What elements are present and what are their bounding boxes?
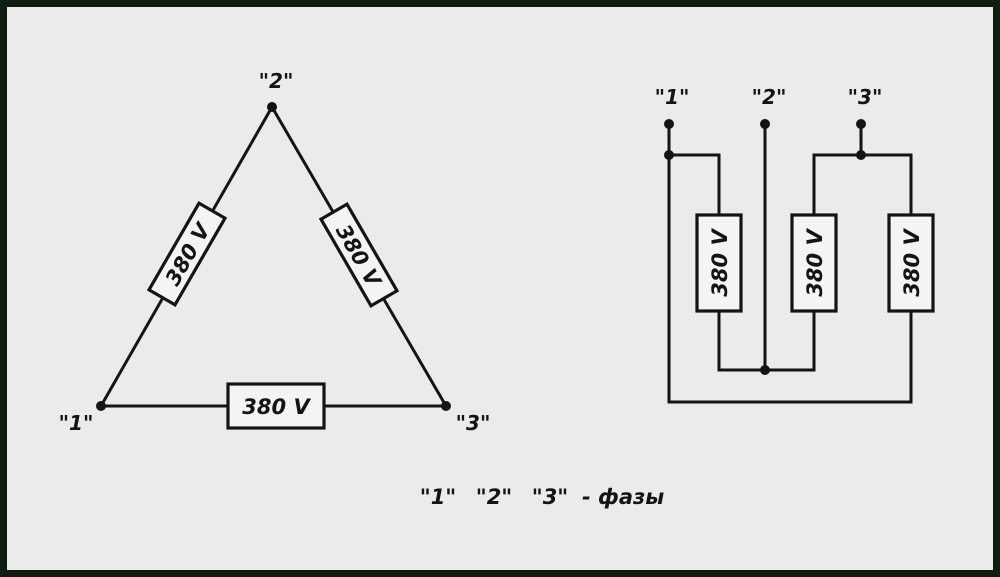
parallel-resistor-2: 380 V (790, 213, 838, 313)
parallel-resistor-3-label: 380 V (900, 228, 924, 297)
parallel-resistor-3: 380 V (887, 213, 935, 313)
parallel-resistor-2-label: 380 V (803, 228, 827, 297)
legend: "1" "2" "3" - фазы (420, 485, 664, 509)
legend-phase-3: "3" (532, 485, 569, 509)
legend-text: - фазы (582, 485, 664, 509)
parallel-resistor-1: 380 V (695, 213, 743, 313)
parallel-diagram: 380 V 380 V 380 V "1" "2" "3" (655, 85, 935, 404)
delta-node-2 (267, 102, 277, 112)
delta-resistor-left: 380 V (146, 201, 228, 307)
delta-resistor-bottom-label: 380 V (242, 395, 311, 419)
junction-1-node (664, 150, 674, 160)
terminal-2-node (760, 119, 770, 129)
terminal-1-label: "1" (655, 85, 690, 109)
delta-node-2-label: "2" (259, 69, 294, 93)
delta-node-1-label: "1" (59, 411, 94, 435)
terminal-3-node (856, 119, 866, 129)
phase-1-loop (667, 155, 913, 404)
terminal-2-label: "2" (752, 85, 787, 109)
legend-phase-2: "2" (476, 485, 513, 509)
delta-resistor-bottom: 380 V (226, 382, 326, 430)
delta-node-1 (96, 401, 106, 411)
junction-2-node (760, 365, 770, 375)
delta-node-3 (441, 401, 451, 411)
parallel-resistor-1-label: 380 V (708, 228, 732, 297)
delta-node-3-label: "3" (456, 411, 491, 435)
phase-1-top (669, 153, 721, 215)
delta-diagram: 380 V 380 V 380 V "1" "2" "3" (59, 69, 491, 435)
delta-resistor-right: 380 V (318, 202, 400, 308)
legend-phase-1: "1" (420, 485, 457, 509)
junction-3-node (856, 150, 866, 160)
terminal-1-node (664, 119, 674, 129)
terminal-3-label: "3" (848, 85, 883, 109)
phase-3-top (812, 153, 913, 215)
